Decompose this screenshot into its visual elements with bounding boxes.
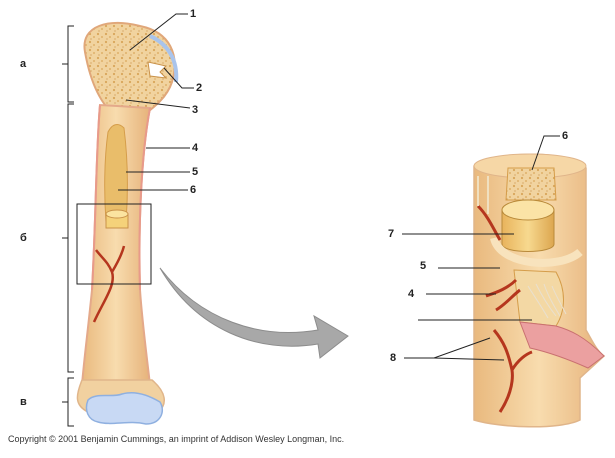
region-label-b: б [20, 232, 27, 244]
leader-3 [125, 99, 191, 109]
bracket-b [62, 103, 74, 373]
leader-8 [404, 337, 505, 361]
section-spongy [505, 167, 557, 201]
number-label-7: 7 [388, 228, 395, 240]
number-label-6b: 6 [562, 130, 569, 142]
region-label-a: а [20, 58, 27, 70]
bracket-a [62, 25, 74, 103]
leader-2 [163, 67, 194, 89]
nutrient-vessel [92, 245, 126, 323]
bracket-c [62, 377, 74, 427]
leader-6b [531, 135, 560, 171]
number-label-5b: 5 [420, 260, 427, 272]
section-vessel-top [476, 204, 502, 241]
section-vessel-low [492, 329, 533, 413]
number-label-8: 8 [390, 352, 397, 364]
section-fibers [527, 283, 567, 319]
section-vessel-mid [485, 278, 521, 312]
region-label-c: в [20, 396, 27, 408]
leader-1 [129, 13, 188, 51]
copyright-text: Copyright © 2001 Benjamin Cummings, an i… [8, 434, 345, 444]
number-label-4: 4 [192, 142, 199, 154]
number-label-3: 3 [192, 104, 199, 116]
articular-cartilage-bottom [85, 391, 164, 425]
medullary-cavity [104, 124, 128, 223]
articular-cartilage-top [149, 34, 179, 83]
number-label-4b: 4 [408, 288, 415, 300]
inset-frame [76, 203, 152, 285]
section-cylinder [501, 209, 555, 252]
number-label-5: 5 [192, 166, 199, 178]
number-label-2: 2 [196, 82, 203, 94]
number-label-6: 6 [190, 184, 197, 196]
number-label-1: 1 [190, 8, 197, 20]
section-periosteum [519, 321, 605, 369]
zoom-arrow [159, 267, 349, 359]
